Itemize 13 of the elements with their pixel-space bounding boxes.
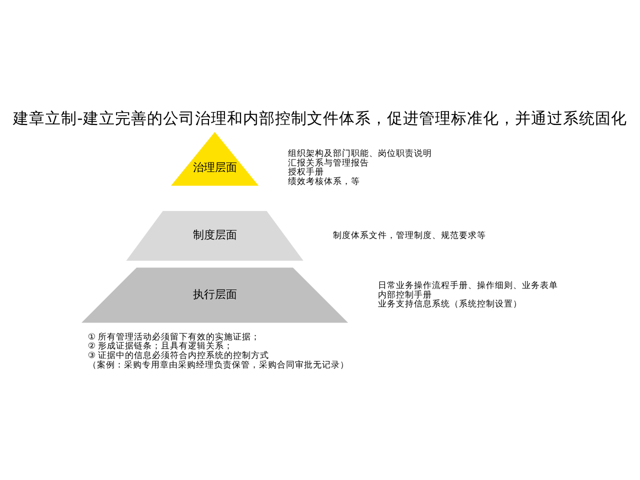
label: ② 形成证据链条；且具有逻辑关系； xyxy=(88,341,234,352)
label: ③ 证据中的信息必须符合内控系统的控制方式 xyxy=(88,350,270,360)
node-label: 制度体系文件，管理制度、规范要求等 xyxy=(332,230,486,241)
node-label: 绩效考核体系，等 xyxy=(288,176,360,187)
label: ① 所有管理活动必须留下有效的实施证据； xyxy=(88,332,260,342)
node-label: 日常业务操作流程手册、操作细则、业务表单 xyxy=(378,280,558,291)
node-label: 授权手册 xyxy=(288,167,324,178)
diagram-title: 建章立制-建立完善的公司治理和内部控制文件体系，促进管理标准化，并通过系统固化 xyxy=(13,109,627,128)
node-label: 组织架构及部门职能、岗位职责说明 xyxy=(288,148,432,159)
node-label: 业务支持信息系统（系统控制设置） xyxy=(378,299,522,310)
node-label: 汇报关系与管理报告 xyxy=(288,158,370,168)
label: （案例：采购专用章由采购经理负责保管，采购合同审批无记录） xyxy=(88,360,349,370)
node-label: 内部控制手册 xyxy=(378,290,432,300)
